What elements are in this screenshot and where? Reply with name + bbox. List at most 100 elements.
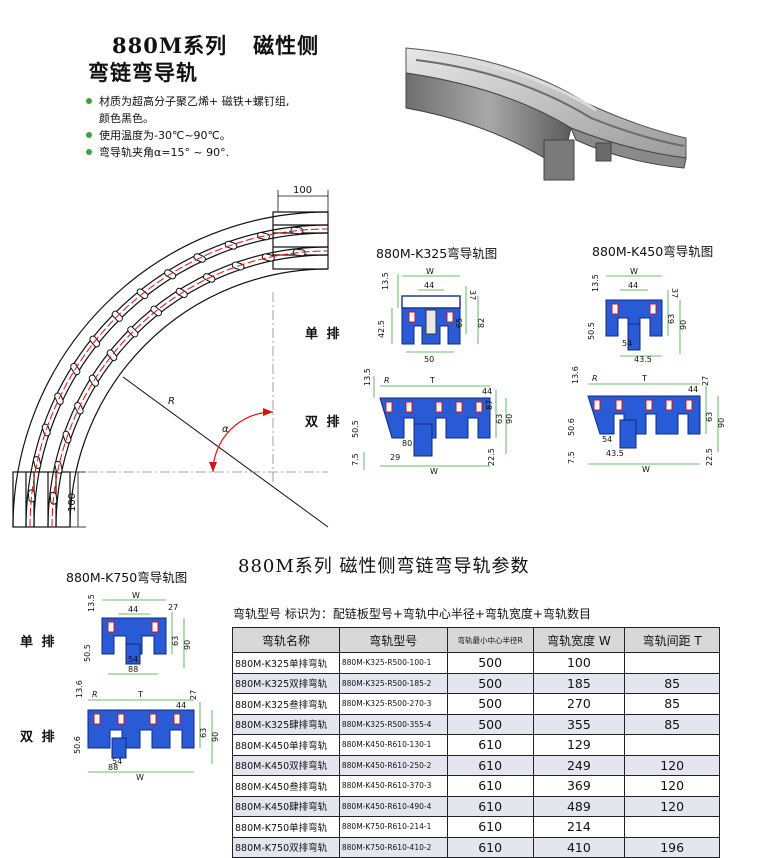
- k325-double-section: R T 13.5 44 87 63 90 50.5 80 29 7.5 22.5…: [351, 368, 514, 474]
- cell-name: 880M-K750单排弯轨: [232, 816, 340, 838]
- cell-spacing: 85: [624, 672, 720, 694]
- svg-text:82: 82: [477, 318, 486, 328]
- svg-text:54: 54: [128, 655, 138, 664]
- cell-width: 410: [532, 836, 626, 858]
- svg-text:13.5: 13.5: [363, 368, 372, 386]
- svg-text:44: 44: [176, 701, 186, 710]
- svg-text:42.5: 42.5: [377, 320, 386, 338]
- cell-width: 185: [532, 672, 626, 694]
- svg-text:13.5: 13.5: [381, 272, 390, 290]
- feature-list: 材质为超高分子聚乙烯+ 磁铁+螺钉组, 颜色黑色。 使用温度为-30℃~90℃。…: [86, 93, 289, 161]
- feature-item-cont: 颜色黑色。: [99, 112, 154, 125]
- k750-double-section: R T 13.6 44 27 63 90 50.6 54 88 W: [73, 680, 220, 780]
- svg-text:W: W: [426, 267, 434, 276]
- cell-spacing: 120: [624, 775, 720, 797]
- svg-text:W: W: [642, 465, 650, 472]
- svg-text:T: T: [429, 376, 435, 385]
- model-legend: 弯轨型号 标识为：配链板型号+弯轨中心半径+弯轨宽度+弯轨数目: [233, 607, 591, 621]
- svg-text:13.5: 13.5: [87, 594, 96, 612]
- k325-single-section: W 44 13.5 37 42.5 65 82 50: [377, 267, 486, 364]
- svg-text:44: 44: [482, 387, 492, 396]
- svg-text:90: 90: [211, 732, 220, 742]
- cell-model: 880M-K325-R500-270-3: [338, 693, 448, 715]
- cell-width: 129: [532, 734, 626, 756]
- svg-text:27: 27: [168, 603, 178, 612]
- svg-text:50.6: 50.6: [73, 736, 82, 754]
- cell-spacing: [624, 652, 720, 674]
- params-title: 880M系列 磁性侧弯链弯导轨参数: [238, 556, 530, 577]
- angle-label: α: [222, 424, 229, 435]
- col-width: 弯轨宽度 W: [532, 627, 626, 653]
- cell-model: 880M-K450-R610-250-2: [338, 754, 448, 776]
- svg-text:W: W: [430, 467, 438, 474]
- rail-slot: [32, 456, 42, 469]
- cell-radius: 610: [446, 754, 534, 776]
- k450-single-section: W 44 13.5 37 63 90 50.5 54 43.5: [587, 267, 688, 364]
- cell-name: 880M-K325肆排弯轨: [232, 713, 340, 735]
- cell-radius: 610: [446, 816, 534, 838]
- title-line2: 弯链弯导轨: [88, 60, 198, 85]
- cell-width: 214: [532, 816, 626, 838]
- rail-slot: [106, 349, 118, 362]
- feature-item: 弯导轨夹角α=15° ~ 90°.: [86, 144, 289, 161]
- svg-text:90: 90: [717, 418, 726, 428]
- svg-text:65: 65: [455, 318, 464, 328]
- svg-text:54: 54: [112, 757, 122, 766]
- svg-text:50.5: 50.5: [83, 644, 92, 662]
- cell-name: 880M-K325单排弯轨: [232, 652, 340, 674]
- rail-slot: [261, 253, 275, 262]
- feature-item: 使用温度为-30℃~90℃。: [86, 127, 289, 144]
- svg-text:W: W: [132, 591, 140, 600]
- svg-text:T: T: [137, 690, 143, 699]
- cell-spacing: 85: [624, 713, 720, 735]
- cell-model: 880M-K450-R610-490-4: [338, 795, 448, 817]
- k750-single-section: W 44 13.5 27 63 90 50.5 54 88: [83, 591, 192, 675]
- cell-spacing: 120: [624, 754, 720, 776]
- cell-width: 100: [532, 652, 626, 674]
- svg-text:50.6: 50.6: [567, 418, 576, 436]
- product-photo: [405, 47, 687, 181]
- title-line1: 880M系列磁性侧: [112, 30, 319, 60]
- k750-double-row-label: 双 排: [20, 730, 57, 745]
- cell-radius: 500: [446, 713, 534, 735]
- col-radius: 弯轨最小中心半径R: [446, 627, 534, 653]
- svg-text:29: 29: [390, 453, 400, 462]
- k450-double-section: R T 13.6 44 27 63 90 50.6 54 43.5 7.5 22…: [567, 366, 726, 472]
- svg-text:90: 90: [679, 320, 688, 330]
- radius-label: R: [168, 396, 175, 407]
- k325-diagram-title: 880M-K325弯导轨图: [376, 246, 498, 261]
- svg-text:13.5: 13.5: [591, 274, 600, 292]
- cell-radius: 610: [446, 734, 534, 756]
- svg-text:27: 27: [701, 376, 710, 386]
- svg-text:88: 88: [108, 763, 118, 772]
- cell-spacing: 120: [624, 795, 720, 817]
- cell-radius: 610: [446, 795, 534, 817]
- svg-text:R: R: [92, 690, 98, 699]
- params-table: 弯轨名称 弯轨型号 弯轨最小中心半径R 弯轨宽度 W 弯轨间距 T 880M-K…: [232, 627, 720, 858]
- cell-radius: 500: [446, 672, 534, 694]
- rail-slot: [41, 423, 51, 437]
- double-row-label: 双 排: [305, 415, 342, 430]
- k750-diagram-title: 880M-K750弯导轨图: [66, 570, 188, 585]
- svg-text:63: 63: [199, 728, 208, 738]
- svg-text:27: 27: [189, 690, 198, 700]
- cell-name: 880M-K450叁排弯轨: [232, 775, 340, 797]
- magnetic-side: 磁性侧: [253, 33, 320, 58]
- cell-spacing: [624, 816, 720, 838]
- dim-bottom-100: 100: [67, 493, 78, 512]
- cell-name: 880M-K750双排弯轨: [232, 836, 340, 858]
- cell-radius: 610: [446, 775, 534, 797]
- svg-text:54: 54: [622, 339, 632, 348]
- feature-item: 材质为超高分子聚乙烯+ 磁铁+螺钉组,: [86, 93, 289, 110]
- cell-radius: 610: [446, 836, 534, 858]
- col-model: 弯轨型号: [338, 627, 448, 653]
- series-name: 880M系列: [112, 33, 228, 58]
- svg-text:R: R: [384, 376, 390, 385]
- table-header-row: 弯轨名称 弯轨型号 弯轨最小中心半径R 弯轨宽度 W 弯轨间距 T: [232, 627, 720, 653]
- cell-spacing: 85: [624, 693, 720, 715]
